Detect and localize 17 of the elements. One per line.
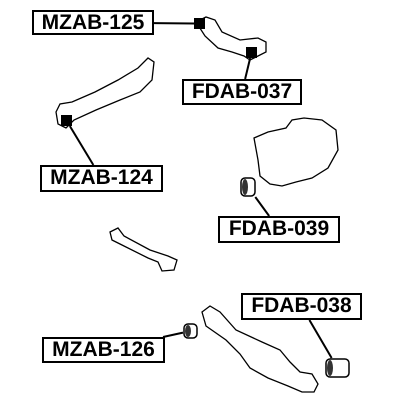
leader-line — [68, 125, 94, 166]
leader-line — [162, 332, 184, 338]
bushing-marker — [246, 47, 257, 58]
leader-line — [308, 320, 332, 358]
part-number: FDAB-037 — [182, 79, 302, 105]
bushing-drawing — [240, 177, 256, 197]
bushing-drawing — [183, 323, 198, 339]
bushing-marker — [61, 115, 72, 126]
leader-line — [254, 196, 270, 217]
part-number: MZAB-124 — [40, 165, 163, 192]
part-number: MZAB-126 — [42, 337, 165, 363]
bushing-drawing — [325, 358, 350, 378]
leader-line — [244, 58, 252, 80]
part-number: FDAB-039 — [218, 216, 340, 243]
bushing-marker — [194, 18, 205, 29]
part-number: FDAB-038 — [241, 293, 362, 320]
part-number: MZAB-125 — [32, 10, 154, 35]
